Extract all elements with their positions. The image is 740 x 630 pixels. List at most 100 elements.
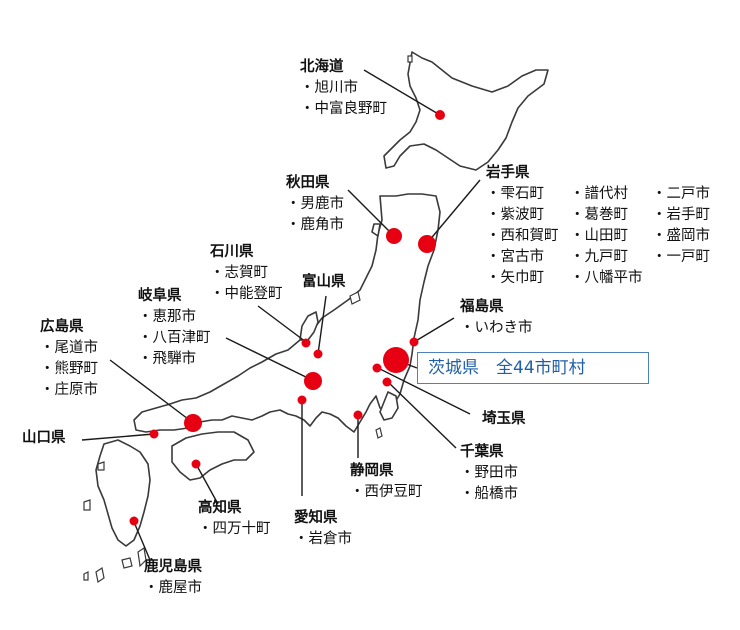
- kyushu-landmass: [95, 439, 151, 547]
- pref-name-fukushima: 福島県: [460, 299, 504, 315]
- muni-item: ・船橋市: [460, 486, 518, 502]
- leader-yamaguchi: [81, 433, 155, 441]
- muni-item: ・庄原市: [40, 382, 98, 398]
- boso-peninsula: [379, 391, 399, 421]
- muni-item: ・宮古市: [486, 249, 544, 265]
- label-akita: 秋田県 ・男鹿市 ・鹿角市: [286, 173, 344, 236]
- muni-item: ・九戸町: [570, 249, 628, 265]
- okinoshima-island: [83, 571, 89, 581]
- leader-iwate: [427, 179, 481, 243]
- muni-item: ・四万十町: [198, 521, 271, 537]
- pref-name-aichi: 愛知県: [294, 510, 338, 526]
- muni-item: ・中能登町: [210, 286, 283, 302]
- dot-yamaguchi: [149, 429, 159, 439]
- muni-item: ・譜代村: [570, 186, 628, 202]
- leader-akita: [347, 189, 393, 235]
- muni-item: ・いわき市: [460, 320, 533, 336]
- dot-saitama: [372, 363, 382, 373]
- label-iwate: 岩手県 ・雫石町 ・紫波町 ・西和賀町 ・宮古市 ・矢巾町 ・譜代村 ・葛巻町 …: [486, 163, 726, 289]
- ibaraki-callout: 茨城県 全44市町村: [417, 352, 649, 384]
- label-kochi: 高知県 ・四万十町: [198, 498, 271, 540]
- leader-fukushima: [413, 317, 455, 343]
- muni-item: ・飛騨市: [138, 351, 196, 367]
- label-fukushima: 福島県 ・いわき市: [460, 297, 533, 339]
- muni-item: ・山田町: [570, 228, 628, 244]
- dot-toyama: [313, 349, 323, 359]
- muni-item: ・鹿角市: [286, 217, 344, 233]
- leader-hiroshima: [109, 359, 193, 423]
- muni-item: ・恵那市: [138, 309, 196, 325]
- dot-kagoshima: [129, 516, 139, 526]
- dot-chiba: [382, 377, 392, 387]
- dot-kochi: [191, 459, 201, 469]
- pref-name-toyama: 富山県: [302, 274, 346, 290]
- muni-item: ・岩倉市: [294, 531, 352, 547]
- pref-name-kagoshima: 鹿児島県: [144, 559, 202, 575]
- leader-kochi: [195, 463, 219, 505]
- dot-aichi: [297, 395, 307, 405]
- pref-name-ishikawa: 石川県: [210, 244, 254, 260]
- label-chiba: 千葉県 ・野田市 ・船橋市: [460, 442, 518, 505]
- muni-item: ・紫波町: [486, 207, 544, 223]
- rebun-island: [407, 55, 413, 63]
- izu-island: [375, 427, 383, 439]
- tanegashima-island: [137, 546, 147, 568]
- dot-iwate: [418, 235, 436, 253]
- muni-item: ・岩手町: [652, 207, 710, 223]
- label-gifu: 岐阜県 ・恵那市 ・八百津町 ・飛騨市: [138, 286, 211, 370]
- leader-saitama: [377, 367, 471, 415]
- muni-item: ・鹿屋市: [144, 580, 202, 596]
- amami-island: [95, 567, 105, 583]
- dot-hokkaido: [435, 110, 445, 120]
- leader-hokkaido: [363, 69, 441, 116]
- noto-peninsula: [299, 311, 319, 341]
- yakushima-island: [121, 557, 133, 569]
- iki-island: [97, 461, 105, 471]
- dot-hiroshima: [184, 414, 202, 432]
- muni-item: ・盛岡市: [652, 228, 710, 244]
- hokkaido-landmass: [383, 51, 549, 171]
- leader-chiba: [387, 381, 457, 449]
- label-shizuoka: 静岡県 ・西伊豆町: [350, 461, 423, 503]
- label-toyama: 富山県: [302, 272, 346, 293]
- label-ishikawa: 石川県 ・志賀町 ・中能登町: [210, 242, 283, 305]
- muni-item: ・熊野町: [40, 361, 98, 377]
- sado-island: [349, 291, 361, 305]
- label-hiroshima: 広島県 ・尾道市 ・熊野町 ・庄原市: [40, 317, 98, 401]
- iwate-muni-col-1: ・雫石町 ・紫波町 ・西和賀町 ・宮古市 ・矢巾町: [486, 184, 559, 289]
- dot-akita: [386, 228, 402, 244]
- muni-item: ・野田市: [460, 465, 518, 481]
- muni-item: ・二戸市: [652, 186, 710, 202]
- dot-ishikawa: [301, 338, 311, 348]
- label-aichi: 愛知県 ・岩倉市: [294, 508, 352, 550]
- muni-item: ・雫石町: [486, 186, 544, 202]
- label-saitama: 埼玉県: [482, 409, 526, 430]
- pref-name-hokkaido: 北海道: [300, 59, 344, 75]
- iwate-muni-col-3: ・二戸市 ・岩手町 ・盛岡市 ・一戸町: [652, 184, 710, 268]
- shikoku-landmass: [171, 431, 255, 481]
- muni-item: ・西伊豆町: [350, 484, 423, 500]
- muni-item: ・葛巻町: [570, 207, 628, 223]
- iwate-muni-columns: ・雫石町 ・紫波町 ・西和賀町 ・宮古市 ・矢巾町 ・譜代村 ・葛巻町 ・山田町…: [486, 184, 726, 289]
- label-yamaguchi: 山口県: [22, 428, 66, 449]
- iwate-muni-col-2: ・譜代村 ・葛巻町 ・山田町 ・九戸町 ・八幡平市: [570, 184, 643, 289]
- leader-gifu: [225, 337, 313, 381]
- muni-item: ・旭川市: [300, 80, 358, 96]
- dot-shizuoka: [353, 410, 363, 420]
- goto-island: [83, 499, 91, 511]
- muni-item: ・尾道市: [40, 340, 98, 356]
- pref-name-shizuoka: 静岡県: [350, 463, 394, 479]
- muni-item: ・男鹿市: [286, 196, 344, 212]
- pref-name-yamaguchi: 山口県: [22, 430, 66, 446]
- leader-toyama: [317, 295, 327, 355]
- pref-name-gifu: 岐阜県: [138, 288, 182, 304]
- pref-name-akita: 秋田県: [286, 175, 330, 191]
- muni-item: ・西和賀町: [486, 228, 559, 244]
- muni-item: ・八百津町: [138, 330, 211, 346]
- pref-name-kochi: 高知県: [198, 500, 242, 516]
- label-kagoshima: 鹿児島県 ・鹿屋市: [144, 557, 202, 599]
- pref-name-hiroshima: 広島県: [40, 319, 84, 335]
- dot-gifu: [304, 372, 322, 390]
- muni-item: ・一戸町: [652, 249, 710, 265]
